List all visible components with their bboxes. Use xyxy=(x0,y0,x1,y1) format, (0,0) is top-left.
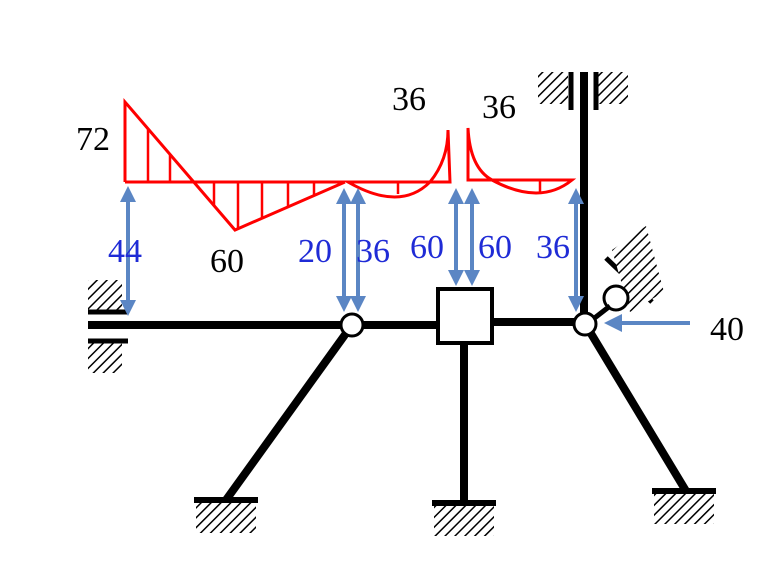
top-right-sleeve-support xyxy=(538,72,628,110)
label-force-60-b: 60 xyxy=(478,229,512,266)
label-force-36-a: 36 xyxy=(356,233,390,270)
arrowhead-applied-force xyxy=(604,314,622,332)
label-moment-36-right: 36 xyxy=(482,89,516,126)
moment-segment-right xyxy=(466,127,577,195)
inclined-leg-right xyxy=(580,319,690,494)
frame-members xyxy=(88,72,690,503)
arrowhead-hinge1-a-down xyxy=(336,296,352,312)
bottom-left-ground xyxy=(196,503,256,533)
moment-hatch-left xyxy=(146,129,316,228)
label-force-60-a: 60 xyxy=(410,229,444,266)
hinge-left xyxy=(339,312,365,338)
arrowhead-box-b-up xyxy=(464,188,480,204)
arrowhead-hinge2-down xyxy=(568,296,584,312)
arrowhead-left-down xyxy=(120,300,136,316)
bottom-right-fixed-support xyxy=(652,488,716,524)
left-ground-lower xyxy=(88,343,122,373)
label-moment-60: 60 xyxy=(210,243,244,280)
moment-value-labels: 72 60 36 36 xyxy=(76,81,516,280)
label-force-44: 44 xyxy=(108,233,142,270)
inclined-leg-left xyxy=(222,322,356,503)
bottom-left-fixed-support xyxy=(194,497,258,533)
label-force-36-b: 36 xyxy=(536,229,570,266)
arrowhead-hinge1-b-up xyxy=(350,188,366,204)
moment-segment-left xyxy=(123,97,346,232)
force-arrows xyxy=(120,186,690,332)
arrowhead-box-b-down xyxy=(464,270,480,286)
arrowhead-hinge2-up xyxy=(568,188,584,204)
hinge-right xyxy=(572,311,598,337)
sliding-box-joint xyxy=(436,287,494,345)
arrowhead-box-a-down xyxy=(448,270,464,286)
arrowhead-hinge1-b-down xyxy=(350,296,366,312)
left-ground-upper xyxy=(88,280,122,310)
arrowhead-hinge1-a-up xyxy=(336,188,352,204)
top-ground-left xyxy=(538,72,568,104)
inclined-roller-support xyxy=(590,226,664,322)
bottom-right-ground xyxy=(654,494,714,524)
arrowhead-box-a-up xyxy=(448,188,464,204)
label-force-20: 20 xyxy=(298,233,332,270)
label-moment-36-left: 36 xyxy=(392,81,426,118)
left-clamp-support xyxy=(88,280,128,373)
arrowhead-left-up xyxy=(120,186,136,202)
roller-wheel xyxy=(602,284,630,312)
bottom-middle-ground xyxy=(434,506,494,536)
force-value-labels: 44 20 36 60 60 36 40 xyxy=(108,229,744,348)
label-moment-72: 72 xyxy=(76,121,110,158)
bending-moment-diagram xyxy=(123,97,577,232)
top-ground-right xyxy=(598,72,628,104)
bottom-middle-fixed-support xyxy=(432,500,496,536)
label-force-40: 40 xyxy=(710,311,744,348)
